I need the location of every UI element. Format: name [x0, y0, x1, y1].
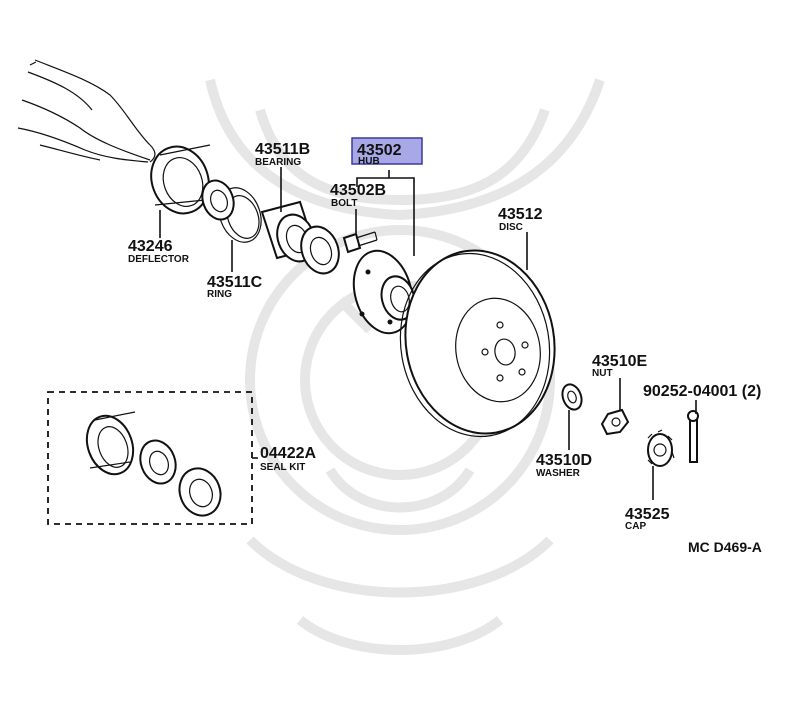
- bolt-number: 43502B: [330, 182, 386, 199]
- bearing-number: 43511B: [255, 141, 310, 158]
- bearing-name: BEARING: [255, 157, 301, 168]
- washer-name: WASHER: [536, 468, 581, 479]
- hub-highlight: [351, 137, 423, 165]
- seal-kit-parts: [85, 411, 222, 517]
- disc-part: [399, 249, 556, 438]
- cap-name: CAP: [625, 521, 646, 532]
- hub-part: [352, 249, 416, 335]
- bolt-name: BOLT: [331, 198, 357, 209]
- cap-part: [647, 429, 675, 467]
- washer-number: 43510D: [536, 452, 592, 469]
- nut-name: NUT: [592, 368, 613, 379]
- cotter-pin-number: 90252-04001 (2): [643, 383, 761, 400]
- bearing-part: [260, 200, 340, 275]
- diagram-code: MC D469-A: [688, 539, 762, 555]
- ring-name: RING: [207, 289, 232, 300]
- pointing-hand-icon: [17, 59, 156, 163]
- ring-number: 43511C: [207, 274, 263, 291]
- ring-part: [218, 187, 262, 243]
- seal-kit-name: SEAL KIT: [260, 462, 305, 473]
- deflector-name: DEFLECTOR: [128, 254, 190, 265]
- washer-part: [561, 383, 583, 411]
- seal-kit-number: 04422A: [260, 445, 316, 462]
- nut-number: 43510E: [592, 353, 647, 370]
- cotter-pin-part: [687, 410, 699, 463]
- hub-number: 43502: [357, 142, 402, 159]
- nut-part: [600, 408, 630, 436]
- bolt-part: [342, 231, 378, 254]
- disc-number: 43512: [498, 206, 543, 223]
- disc-name: DISC: [499, 222, 523, 233]
- hub-name: HUB: [358, 156, 380, 167]
- deflector-number: 43246: [128, 238, 173, 255]
- cap-number: 43525: [625, 506, 670, 523]
- inner-race-part: [201, 179, 235, 221]
- deflector-part: [150, 144, 211, 215]
